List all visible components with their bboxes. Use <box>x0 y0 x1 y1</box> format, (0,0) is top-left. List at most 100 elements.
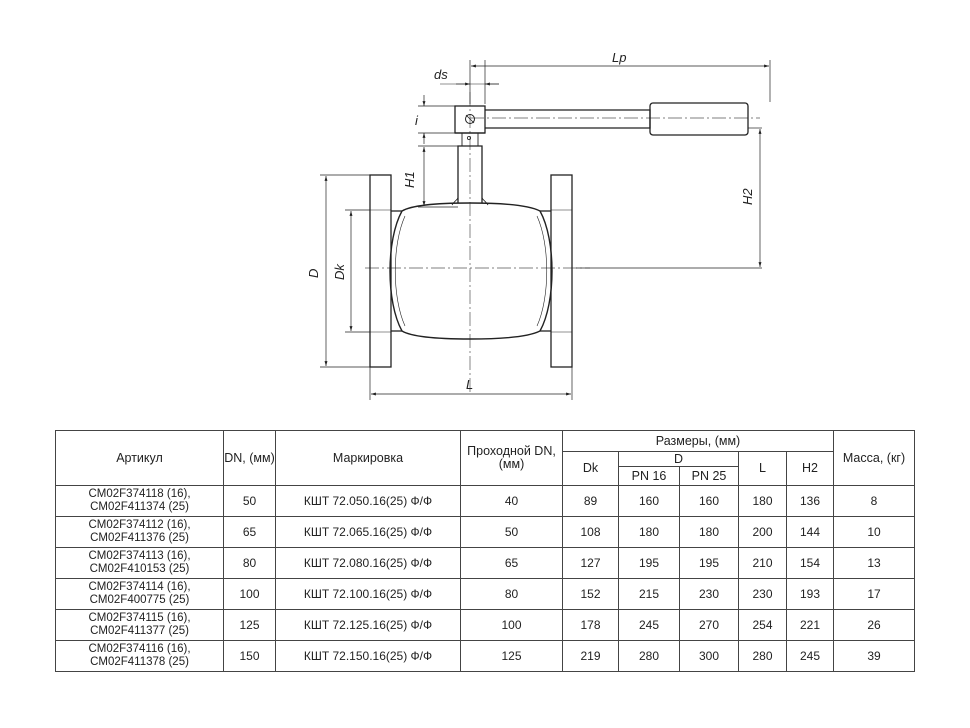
cell-dn: 125 <box>223 609 276 641</box>
cell-mass: 10 <box>833 516 916 548</box>
cell-article: CM02F374116 (16),CM02F411378 (25) <box>55 640 224 672</box>
header-dk: Dk <box>562 451 619 486</box>
cell-dk: 178 <box>562 609 619 641</box>
cell-d-pn25: 270 <box>679 609 739 641</box>
spec-table-container: Артикул DN, (мм) Маркировка Проходной DN… <box>55 430 916 672</box>
header-d: D <box>618 451 739 467</box>
handle-lever <box>485 109 651 129</box>
cell-h2: 221 <box>785 609 835 641</box>
ball-body <box>389 202 553 340</box>
cell-passage: 125 <box>460 640 563 672</box>
dimension-lines <box>320 60 771 400</box>
cell-article: CM02F374115 (16),CM02F411377 (25) <box>55 609 224 641</box>
cell-h2: 144 <box>785 516 835 548</box>
cell-passage: 50 <box>460 516 563 548</box>
article-line-1: CM02F374116 (16), <box>88 643 191 655</box>
article-line-1: CM02F374115 (16), <box>88 612 191 624</box>
article-line-1: CM02F374113 (16), <box>88 550 191 562</box>
cell-d-pn25: 180 <box>679 516 739 548</box>
cell-dk: 219 <box>562 640 619 672</box>
valve-body <box>369 102 749 368</box>
dim-label-h2: H2 <box>740 188 755 205</box>
cell-marking: КШТ 72.050.16(25) Ф/Ф <box>275 485 461 517</box>
cell-marking: КШТ 72.125.16(25) Ф/Ф <box>275 609 461 641</box>
cell-h2: 136 <box>785 485 835 517</box>
cell-dn: 80 <box>223 547 276 579</box>
cell-d-pn25: 300 <box>679 640 739 672</box>
cell-d-pn25: 195 <box>679 547 739 579</box>
cell-mass: 13 <box>833 547 916 579</box>
cell-passage: 65 <box>460 547 563 579</box>
article-line-2: CM02F400775 (25) <box>89 594 190 606</box>
dim-label-dk: Dk <box>332 263 347 280</box>
cell-l: 230 <box>738 578 787 610</box>
cell-passage: 100 <box>460 609 563 641</box>
spec-table-header: Артикул DN, (мм) Маркировка Проходной DN… <box>55 430 916 486</box>
cell-l: 180 <box>738 485 787 517</box>
article-line-1: CM02F374114 (16), <box>88 581 191 593</box>
cell-dn: 65 <box>223 516 276 548</box>
valve-technical-drawing: Lp ds i H1 H2 D Dk L <box>306 50 771 400</box>
cell-l: 200 <box>738 516 787 548</box>
cell-marking: КШТ 72.100.16(25) Ф/Ф <box>275 578 461 610</box>
article-line-1: CM02F374118 (16), <box>88 488 191 500</box>
cell-article: CM02F374112 (16),CM02F411376 (25) <box>55 516 224 548</box>
cell-dn: 50 <box>223 485 276 517</box>
dim-label-ds: ds <box>434 67 448 82</box>
cell-dn: 150 <box>223 640 276 672</box>
cell-d-pn16: 195 <box>618 547 680 579</box>
article-line-1: CM02F374112 (16), <box>88 519 191 531</box>
header-pn16: PN 16 <box>618 466 680 486</box>
cell-mass: 26 <box>833 609 916 641</box>
cell-h2: 193 <box>785 578 835 610</box>
cell-marking: КШТ 72.150.16(25) Ф/Ф <box>275 640 461 672</box>
cell-mass: 17 <box>833 578 916 610</box>
header-dn: DN, (мм) <box>223 430 276 486</box>
article-line-2: CM02F411377 (25) <box>90 625 189 637</box>
header-article: Артикул <box>55 430 224 486</box>
header-l: L <box>738 451 787 486</box>
dim-label-h1: H1 <box>402 171 417 188</box>
cell-d-pn16: 180 <box>618 516 680 548</box>
header-dimensions: Размеры, (мм) <box>561 430 835 452</box>
cell-article: CM02F374118 (16),CM02F411374 (25) <box>55 485 224 517</box>
cell-passage: 40 <box>460 485 563 517</box>
cell-l: 280 <box>738 640 787 672</box>
cell-article: CM02F374113 (16),CM02F410153 (25) <box>55 547 224 579</box>
cell-d-pn25: 160 <box>679 485 739 517</box>
cell-l: 210 <box>738 547 787 579</box>
article-line-2: CM02F411376 (25) <box>90 532 189 544</box>
header-marking: Маркировка <box>275 430 461 486</box>
header-pn25: PN 25 <box>679 466 739 486</box>
dim-label-d: D <box>306 269 321 278</box>
right-flange <box>550 174 573 368</box>
cell-h2: 154 <box>785 547 835 579</box>
cell-marking: КШТ 72.080.16(25) Ф/Ф <box>275 547 461 579</box>
article-line-2: CM02F411374 (25) <box>90 501 189 513</box>
cell-d-pn25: 230 <box>679 578 739 610</box>
handle-grip <box>649 102 749 136</box>
header-passage: Проходной DN, (мм) <box>460 430 563 486</box>
stem-bolt <box>465 114 475 124</box>
spec-table: Артикул DN, (мм) Маркировка Проходной DN… <box>55 430 916 672</box>
dimension-labels: Lp ds i H1 H2 D Dk L <box>306 50 755 392</box>
dim-label-i: i <box>415 113 419 128</box>
header-mass: Масса, (кг) <box>833 430 916 486</box>
cell-marking: КШТ 72.065.16(25) Ф/Ф <box>275 516 461 548</box>
cell-dk: 89 <box>562 485 619 517</box>
dim-label-l: L <box>466 377 473 392</box>
cell-l: 254 <box>738 609 787 641</box>
cell-dk: 108 <box>562 516 619 548</box>
cell-d-pn16: 245 <box>618 609 680 641</box>
cell-d-pn16: 215 <box>618 578 680 610</box>
cell-dk: 127 <box>562 547 619 579</box>
cell-h2: 245 <box>785 640 835 672</box>
cell-d-pn16: 160 <box>618 485 680 517</box>
cell-passage: 80 <box>460 578 563 610</box>
header-h2: H2 <box>785 451 835 486</box>
